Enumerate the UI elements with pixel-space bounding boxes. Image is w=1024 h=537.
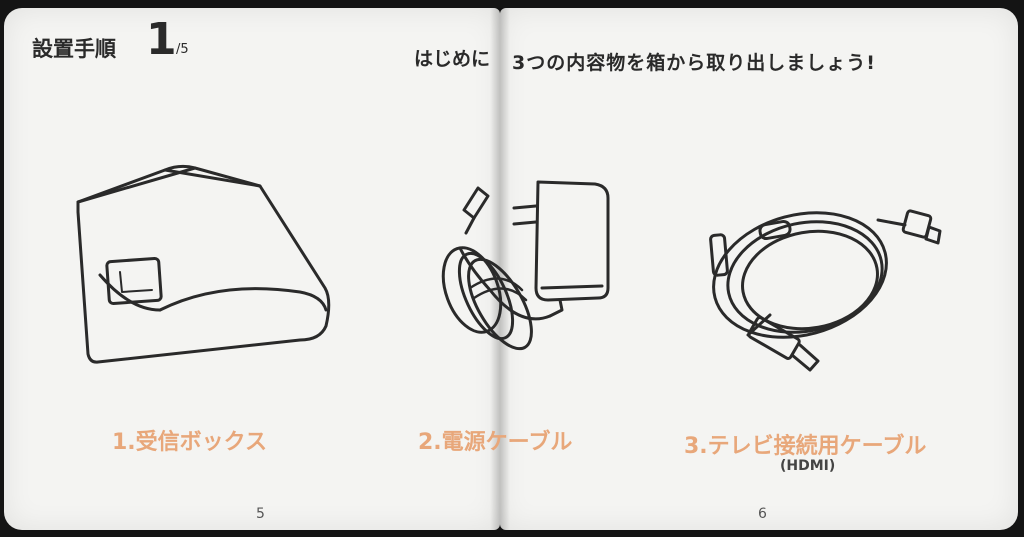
left-page — [4, 8, 500, 530]
step-label: 設置手順 — [32, 37, 116, 61]
hdmi-cable-icon — [709, 209, 942, 372]
item-label-hdmi-cable: 3.テレビ接続用ケーブル — [684, 434, 927, 459]
intro-heading-left: はじめに — [414, 48, 491, 70]
item-label-power-cable: 2.電源ケーブル — [418, 430, 573, 455]
item-sublabel-hdmi: (HDMI) — [780, 458, 836, 474]
right-page — [500, 8, 1018, 530]
step-number: 1 — [146, 14, 177, 65]
item-label-receiver-box: 1.受信ボックス — [112, 430, 268, 455]
step-total: /5 — [176, 42, 189, 57]
power-adapter-icon — [441, 180, 610, 351]
page-number-right: 6 — [758, 506, 767, 522]
page-number-left: 5 — [256, 506, 265, 522]
receiver-box-icon — [76, 164, 331, 364]
intro-heading-right: 3つの内容物を箱から取り出しましょう! — [512, 52, 876, 74]
